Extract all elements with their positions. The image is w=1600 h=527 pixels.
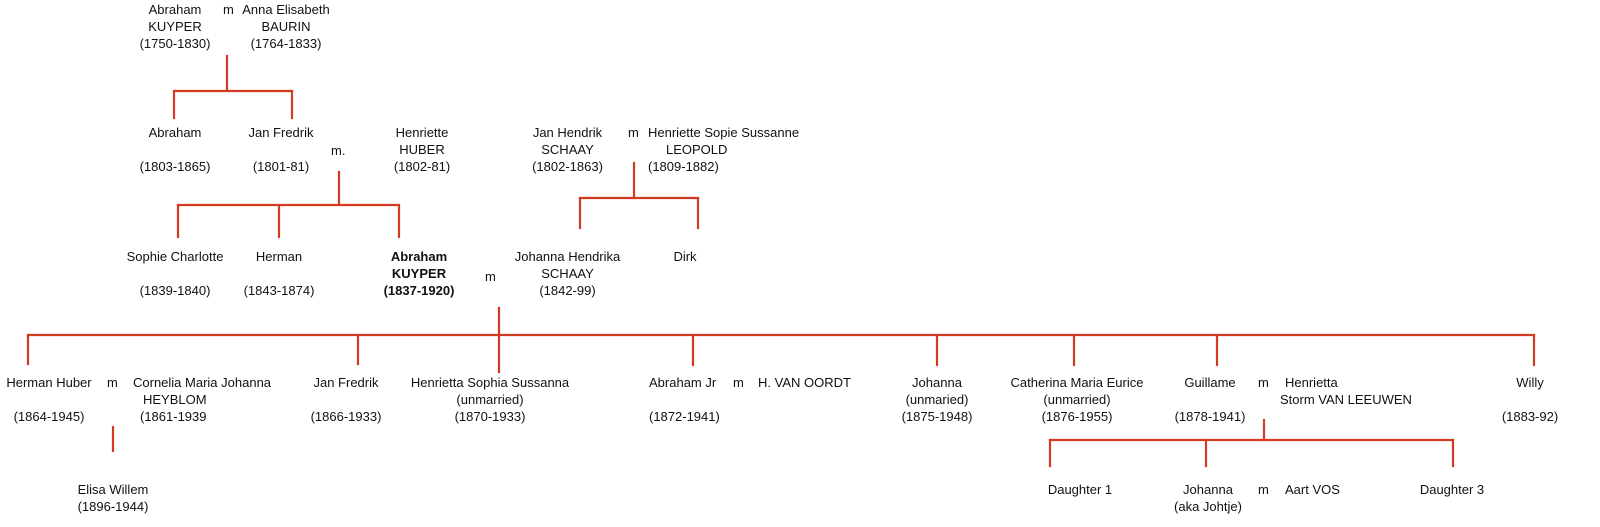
marriage-marker: m xyxy=(733,375,744,390)
person-henriette-leopold: Henriette Sopie Sussanne LEOPOLD (1809-1… xyxy=(648,124,799,175)
person-dates: (1872-1941) xyxy=(649,409,720,424)
person-dates: (1802-81) xyxy=(393,159,451,174)
person-jan-hendrik-schaay: Jan Hendrik SCHAAY (1802-1863) xyxy=(525,124,610,175)
person-name: Daughter 3 xyxy=(1419,482,1485,497)
person-jan-fredrik-1801: Jan Fredrik (1801-81) xyxy=(236,124,326,175)
person-daughter-3: Daughter 3 xyxy=(1407,481,1497,498)
marriage-marker: m xyxy=(628,125,639,140)
person-dates: (1839-1840) xyxy=(139,283,211,298)
person-dates: (1843-1874) xyxy=(243,283,315,298)
person-name: Herman Huber xyxy=(6,375,92,390)
person-name: Dirk xyxy=(673,249,697,264)
person-dates: (1896-1944) xyxy=(77,499,149,514)
person-name: Johanna xyxy=(912,375,962,390)
person-name: Catherina Maria Eurice xyxy=(1010,375,1144,390)
person-anna-baurin: Anna Elisabeth BAURIN (1764-1833) xyxy=(236,1,336,52)
marriage-marker: m. xyxy=(331,143,346,158)
person-dates: (1802-1863) xyxy=(532,159,603,174)
person-name: Johanna xyxy=(1183,482,1233,497)
person-note: (unmarried) xyxy=(1043,392,1111,407)
person-name: Willy xyxy=(1516,375,1544,390)
person-herman-huber: Herman Huber (1864-1945) xyxy=(0,374,98,425)
person-dates: (1837-1920) xyxy=(383,283,455,298)
marriage-marker: m xyxy=(1258,482,1269,497)
person-name: Cornelia Maria Johanna xyxy=(133,375,272,390)
person-name: Daughter 1 xyxy=(1047,482,1113,497)
person-jan-fredrik-1866: Jan Fredrik (1866-1933) xyxy=(303,374,389,425)
person-catherina-maria-eurice: Catherina Maria Eurice (unmarried) (1876… xyxy=(1002,374,1152,425)
person-surname: SCHAAY xyxy=(541,266,594,281)
person-dates: (1878-1941) xyxy=(1174,409,1246,424)
person-name: Anna Elisabeth xyxy=(242,2,330,17)
person-abraham-kuyper-1837: Abraham KUYPER (1837-1920) xyxy=(374,248,464,299)
person-johanna-johtje: Johanna (aka Johtje) xyxy=(1163,481,1253,515)
person-henrietta-storm-van-leeuwen: Henrietta Storm VAN LEEUWEN xyxy=(1280,374,1412,408)
person-abraham-kuyper-1750: Abraham KUYPER (1750-1830) xyxy=(135,1,215,52)
person-surname: SCHAAY xyxy=(541,142,594,157)
person-name: Elisa Willem xyxy=(77,482,149,497)
person-name: Johanna Hendrika xyxy=(514,249,621,264)
person-henrietta-sophia-sussanna: Henrietta Sophia Sussanna (unmarried) (1… xyxy=(400,374,580,425)
person-surname: BAURIN xyxy=(261,19,311,34)
person-dates: (1876-1955) xyxy=(1041,409,1113,424)
person-surname: HEYBLOM xyxy=(143,392,207,407)
person-name: Henriette Sopie Sussanne xyxy=(648,125,800,140)
person-dates: (1875-1948) xyxy=(901,409,973,424)
person-dates: (1866-1933) xyxy=(310,409,382,424)
person-guillame: Guillame (1878-1941) xyxy=(1168,374,1252,425)
person-elisa-willem: Elisa Willem (1896-1944) xyxy=(63,481,163,515)
person-surname: KUYPER xyxy=(391,266,447,281)
person-note: (unmarried) xyxy=(456,392,524,407)
person-sophie-charlotte: Sophie Charlotte (1839-1840) xyxy=(115,248,235,299)
person-name: Abraham Jr xyxy=(649,375,717,390)
person-dates: (1870-1933) xyxy=(454,409,526,424)
person-name: Jan Fredrik xyxy=(248,125,314,140)
person-henriette-huber: Henriette HUBER (1802-81) xyxy=(382,124,462,175)
person-dates: (1864-1945) xyxy=(13,409,85,424)
person-abraham-1803: Abraham (1803-1865) xyxy=(130,124,220,175)
person-dates: (1809-1882) xyxy=(648,159,719,174)
person-name: Henrietta Sophia Sussanna xyxy=(410,375,570,390)
person-note: (aka Johtje) xyxy=(1174,499,1242,514)
person-willy: Willy (1883-92) xyxy=(1495,374,1565,425)
person-dates: (1764-1833) xyxy=(250,36,322,51)
person-dates: (1801-81) xyxy=(252,159,310,174)
marriage-marker: m xyxy=(1258,375,1269,390)
person-dates: (1861-1939 xyxy=(140,409,207,424)
person-dates: (1883-92) xyxy=(1501,409,1559,424)
person-herman: Herman (1843-1874) xyxy=(234,248,324,299)
person-name: Henriette xyxy=(395,125,449,140)
person-surname: KUYPER xyxy=(148,19,202,34)
marriage-marker: m xyxy=(485,269,496,284)
person-aart-vos: Aart VOS xyxy=(1285,482,1340,497)
person-name: Henrietta xyxy=(1285,375,1338,390)
person-dates: (1803-1865) xyxy=(139,159,211,174)
marriage-marker: m xyxy=(223,2,234,17)
person-surname: HUBER xyxy=(399,142,445,157)
person-h-van-oordt: H. VAN OORDT xyxy=(758,375,851,390)
person-johanna-hendrika-schaay: Johanna Hendrika SCHAAY (1842-99) xyxy=(505,248,630,299)
person-abraham-jr: Abraham Jr (1872-1941) xyxy=(649,374,720,425)
person-name: Jan Hendrik xyxy=(532,125,603,140)
person-note: (unmaried) xyxy=(905,392,969,407)
person-cornelia-heyblom: Cornelia Maria Johanna HEYBLOM (1861-193… xyxy=(133,374,271,425)
marriage-marker: m xyxy=(107,375,118,390)
person-surname: LEOPOLD xyxy=(666,142,728,157)
person-dates: (1750-1830) xyxy=(139,36,211,51)
person-name: Abraham xyxy=(148,125,202,140)
person-name: Guillame xyxy=(1184,375,1236,390)
person-johanna-1875: Johanna (unmaried) (1875-1948) xyxy=(895,374,979,425)
person-name: Abraham xyxy=(148,2,202,17)
person-daughter-1: Daughter 1 xyxy=(1035,481,1125,498)
person-name: Herman xyxy=(255,249,303,264)
person-name: Sophie Charlotte xyxy=(126,249,224,264)
person-name: Jan Fredrik xyxy=(313,375,379,390)
person-surname: Storm VAN LEEUWEN xyxy=(1280,392,1412,407)
person-dirk: Dirk xyxy=(660,248,710,265)
person-dates: (1842-99) xyxy=(539,283,596,298)
person-name: Abraham xyxy=(390,249,448,264)
